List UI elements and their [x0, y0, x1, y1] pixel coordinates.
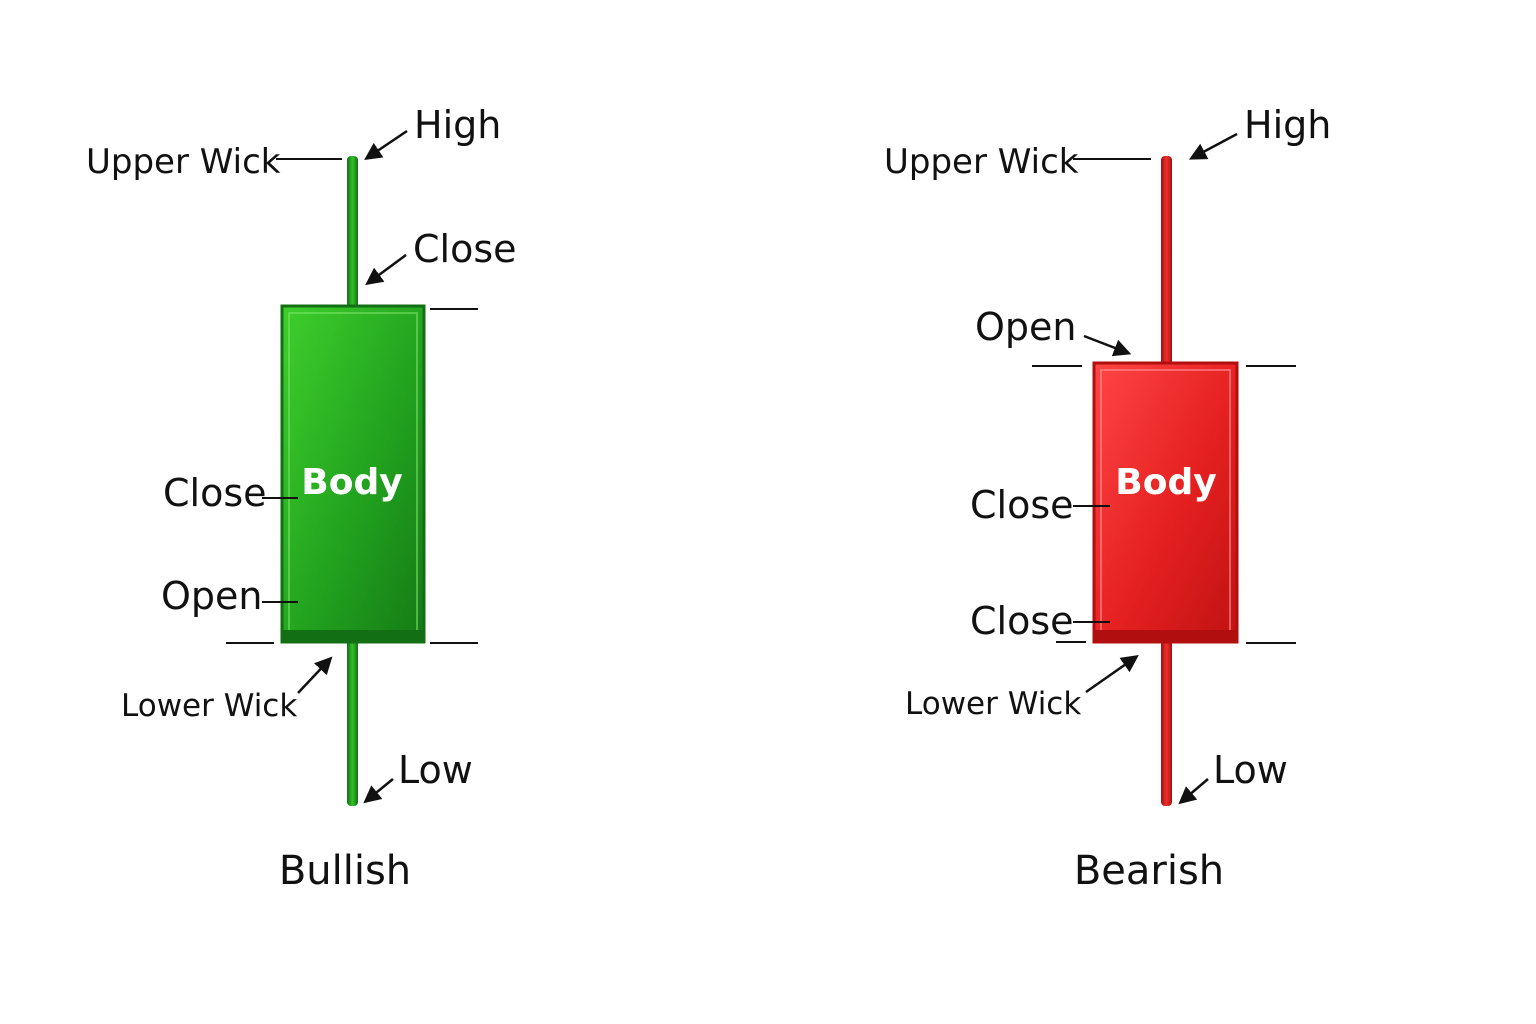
bearish-annotations: High Upper Wick Open Close Close Lower W…: [884, 103, 1331, 894]
bullish-lower-wick-label: Lower Wick: [121, 688, 297, 724]
bearish-upper-wick-label: Upper Wick: [884, 142, 1079, 182]
bearish-close-side-label: Close: [970, 483, 1074, 527]
bearish-caption: Bearish: [1074, 848, 1224, 894]
bearish-candle: Body: [1092, 156, 1239, 806]
bearish-open-top-label: Open: [975, 305, 1077, 349]
bearish-lower-wick-arrow: [1085, 654, 1139, 694]
bearish-body: [1092, 361, 1239, 644]
bearish-close-side-lower-label: Close: [970, 599, 1074, 643]
bullish-caption: Bullish: [279, 848, 411, 894]
bullish-close-arrow: [365, 253, 407, 286]
bullish-body-base: [283, 630, 423, 641]
bullish-low-label: Low: [398, 748, 473, 792]
bearish-high-label: High: [1244, 103, 1331, 147]
bullish-open-side-label: Open: [161, 574, 263, 618]
bullish-lower-wick-arrow: [297, 656, 333, 694]
bearish-upper-wick: [1161, 156, 1172, 366]
bullish-body: [280, 304, 426, 644]
bullish-close-side-label: Close: [163, 471, 267, 515]
bullish-body-label: Body: [301, 462, 402, 503]
bearish-lower-wick-label: Lower Wick: [905, 686, 1081, 722]
bearish-low-arrow: [1178, 778, 1209, 805]
bullish-high-label: High: [414, 103, 501, 147]
bullish-high-arrow: [364, 129, 408, 160]
bearish-low-label: Low: [1213, 748, 1288, 792]
bearish-body-label: Body: [1115, 462, 1216, 503]
bullish-upper-wick-label: Upper Wick: [86, 142, 281, 182]
bearish-open-arrow: [1083, 334, 1132, 357]
bearish-lower-wick: [1161, 640, 1172, 806]
bullish-low-arrow: [363, 778, 394, 804]
bullish-upper-wick: [347, 156, 358, 308]
bearish-high-arrow: [1188, 132, 1238, 160]
bearish-body-base: [1095, 630, 1236, 641]
bullish-annotations: High Upper Wick Close Close Open Lower W…: [86, 103, 517, 894]
bullish-close-top-label: Close: [413, 227, 517, 271]
bullish-lower-wick: [347, 640, 358, 806]
bullish-candle: Body: [280, 156, 426, 806]
